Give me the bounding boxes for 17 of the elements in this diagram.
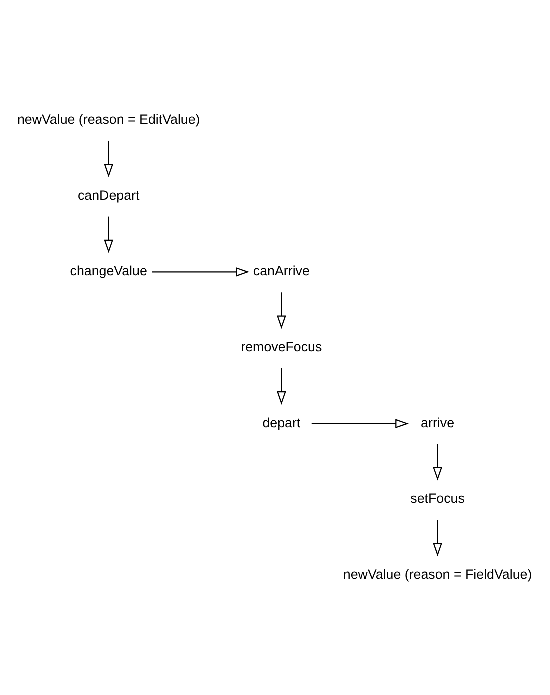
arrow: [312, 418, 409, 428]
arrow: [433, 520, 442, 556]
arrow: [104, 140, 114, 177]
node-text: removeFocus: [241, 338, 322, 354]
node-text: canDepart: [78, 187, 140, 202]
node-text: newValue (reason = EditValue): [17, 111, 200, 126]
node-text: depart: [262, 414, 301, 430]
node-text: arrive: [421, 414, 455, 430]
arrow: [277, 292, 286, 329]
arrow: [104, 216, 114, 253]
node-text: setFocus: [410, 490, 465, 506]
node-text: newValue (reason = FieldValue): [343, 566, 532, 582]
arrow: [277, 368, 286, 404]
node-text: canArrive: [253, 263, 310, 278]
node-text: changeValue: [70, 263, 148, 278]
arrow: [152, 266, 250, 276]
arrow: [433, 444, 442, 480]
